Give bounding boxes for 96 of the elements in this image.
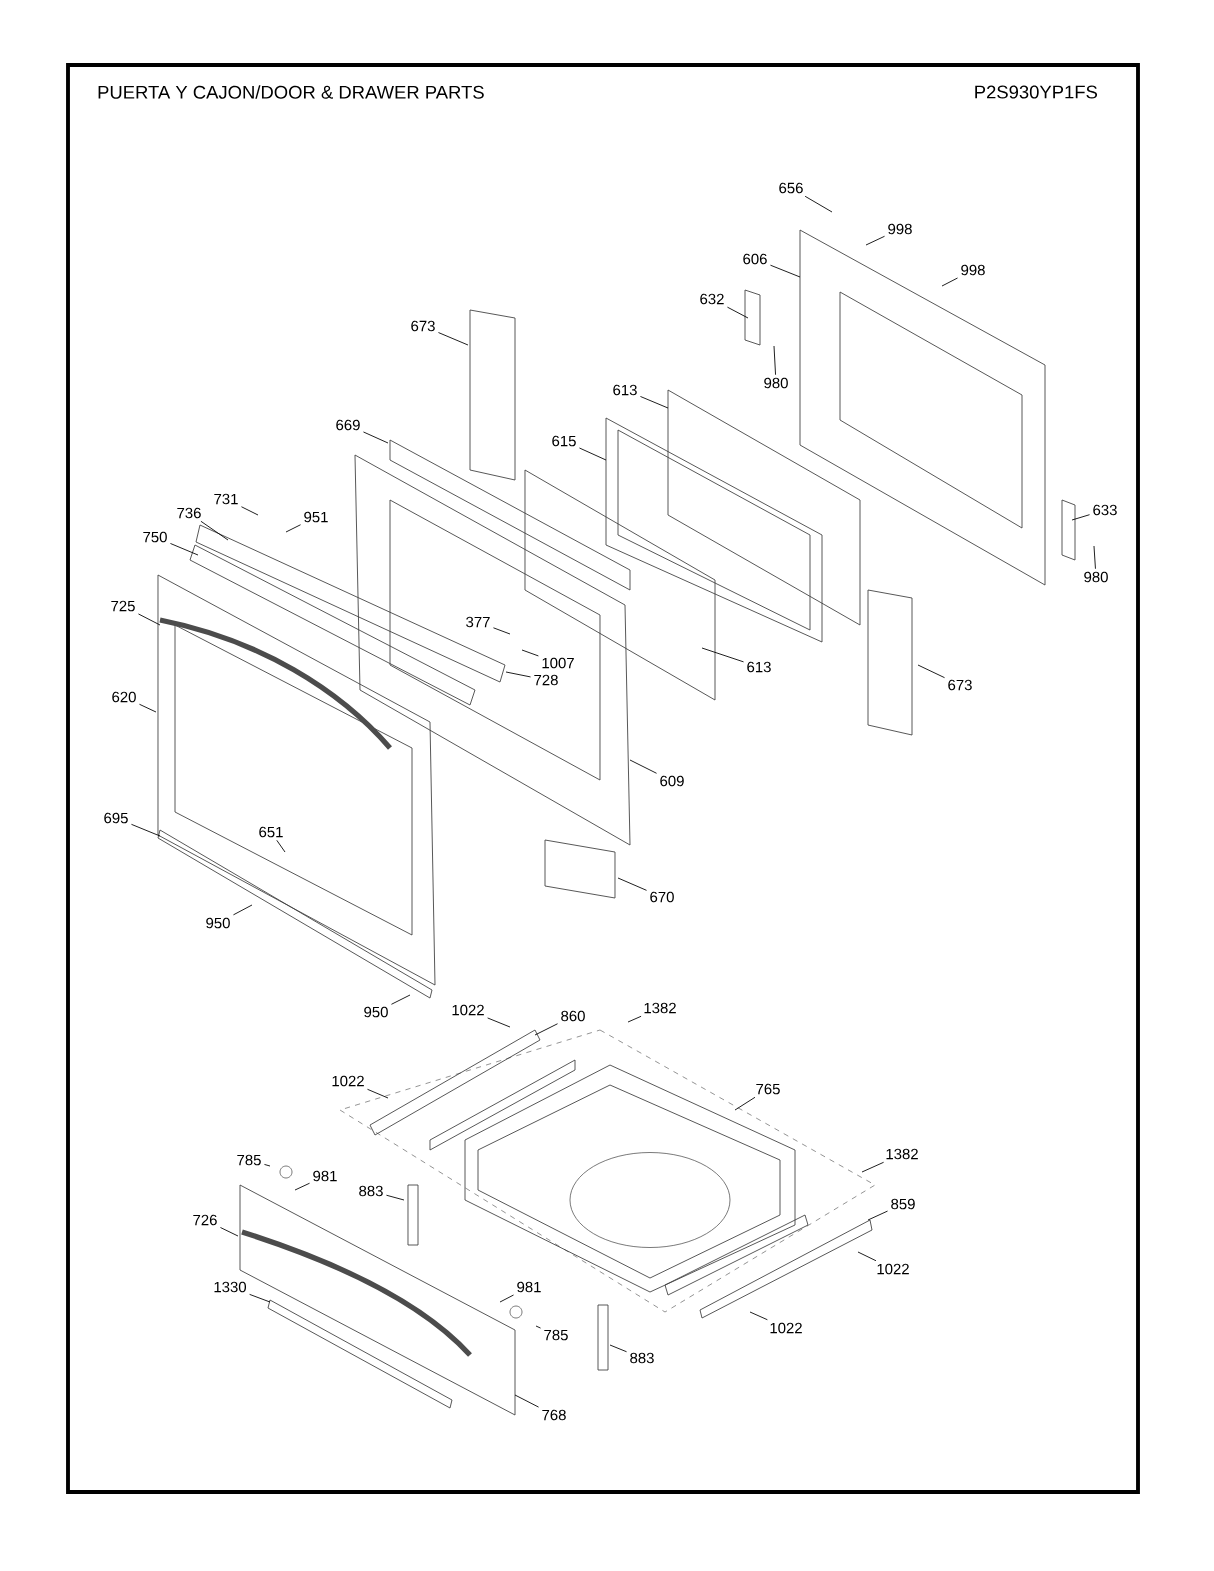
leader-line — [233, 904, 253, 916]
callout-number: 785 — [544, 1329, 568, 1341]
callout-number: 377 — [466, 616, 490, 628]
leader-line — [294, 1182, 310, 1191]
leader-line — [386, 1194, 405, 1201]
leader-line — [857, 1251, 877, 1262]
leader-line — [391, 994, 411, 1005]
callout-number: 883 — [359, 1185, 383, 1197]
leader-line — [285, 524, 301, 533]
leader-line — [1071, 514, 1090, 521]
leader-line — [609, 1344, 627, 1353]
leader-line — [200, 520, 229, 541]
callout-number: 1022 — [770, 1322, 802, 1334]
callout-number: 951 — [304, 511, 328, 523]
callout-number: 1022 — [877, 1263, 909, 1275]
callout-number: 950 — [364, 1006, 388, 1018]
callout-number: 980 — [764, 377, 788, 389]
callout-number: 725 — [111, 600, 135, 612]
callout-number: 998 — [961, 264, 985, 276]
leader-line — [138, 613, 161, 626]
callout-number: 1330 — [214, 1281, 246, 1293]
diagram-title: PUERTA Y CAJON/DOOR & DRAWER PARTS — [98, 85, 484, 99]
leader-line — [749, 1311, 768, 1321]
callout-number: 998 — [888, 223, 912, 235]
callout-number: 731 — [214, 493, 238, 505]
leader-line — [579, 447, 607, 461]
callout-number: 950 — [206, 917, 230, 929]
leader-line — [861, 1161, 885, 1173]
leader-line — [865, 235, 885, 246]
callout-number: 768 — [542, 1409, 566, 1421]
leader-line — [617, 877, 647, 891]
callout-number: 1022 — [332, 1075, 364, 1087]
callout-number: 726 — [193, 1214, 217, 1226]
leader-line — [701, 647, 744, 663]
leader-line — [493, 627, 511, 635]
callout-number: 695 — [104, 812, 128, 824]
leader-line — [629, 759, 657, 774]
callout-number: 1382 — [886, 1148, 918, 1160]
callout-number: 750 — [143, 531, 167, 543]
leader-line — [487, 1017, 511, 1028]
callout-number: 883 — [630, 1352, 654, 1364]
leader-line — [264, 1164, 271, 1167]
callout-number: 728 — [534, 674, 558, 686]
leader-line — [139, 703, 157, 713]
callout-number: 669 — [336, 419, 360, 431]
callout-number: 1022 — [452, 1004, 484, 1016]
leader-line — [941, 277, 958, 287]
leader-line — [499, 1294, 514, 1303]
leader-line — [241, 506, 259, 516]
callout-number: 615 — [552, 435, 576, 447]
callout-number: 673 — [948, 679, 972, 691]
leader-line — [867, 1210, 888, 1221]
callout-number: 860 — [561, 1010, 585, 1022]
callout-number: 1007 — [542, 657, 574, 669]
callout-number: 670 — [650, 891, 674, 903]
leader-line — [640, 396, 669, 409]
leader-line — [627, 1015, 642, 1023]
leader-line — [727, 306, 749, 319]
leader-line — [367, 1088, 389, 1099]
callout-number: 656 — [779, 182, 803, 194]
leader-line — [249, 1293, 271, 1303]
leader-line — [363, 431, 389, 444]
callout-number: 651 — [259, 826, 283, 838]
callout-number: 632 — [700, 293, 724, 305]
callout-number: 765 — [756, 1083, 780, 1095]
leader-line — [131, 823, 161, 837]
leader-line — [535, 1325, 541, 1329]
leader-line — [734, 1096, 756, 1111]
leader-line — [521, 649, 539, 657]
leader-line — [438, 332, 469, 346]
callout-number: 785 — [237, 1154, 261, 1166]
callout-number: 1382 — [644, 1002, 676, 1014]
callout-number: 620 — [112, 691, 136, 703]
callout-number: 736 — [177, 507, 201, 519]
leader-line — [276, 839, 286, 853]
leader-line — [917, 664, 945, 679]
leader-line — [505, 671, 531, 678]
callout-number: 981 — [313, 1170, 337, 1182]
callout-number: 613 — [613, 384, 637, 396]
model-number: P2S930YP1FS — [975, 85, 1098, 99]
leader-line — [773, 345, 776, 376]
callout-number: 633 — [1093, 504, 1117, 516]
leader-line — [1093, 545, 1096, 570]
leader-line — [170, 543, 199, 556]
leader-line — [534, 1023, 558, 1036]
leader-line — [220, 1227, 239, 1237]
callout-number: 613 — [747, 661, 771, 673]
leader-line — [770, 264, 801, 278]
callout-number: 980 — [1084, 571, 1108, 583]
callout-number: 859 — [891, 1198, 915, 1210]
leader-line — [514, 1394, 539, 1408]
callout-number: 606 — [743, 253, 767, 265]
callout-number: 673 — [411, 320, 435, 332]
callout-number: 609 — [660, 775, 684, 787]
leader-line — [804, 195, 833, 213]
callout-number: 981 — [517, 1281, 541, 1293]
